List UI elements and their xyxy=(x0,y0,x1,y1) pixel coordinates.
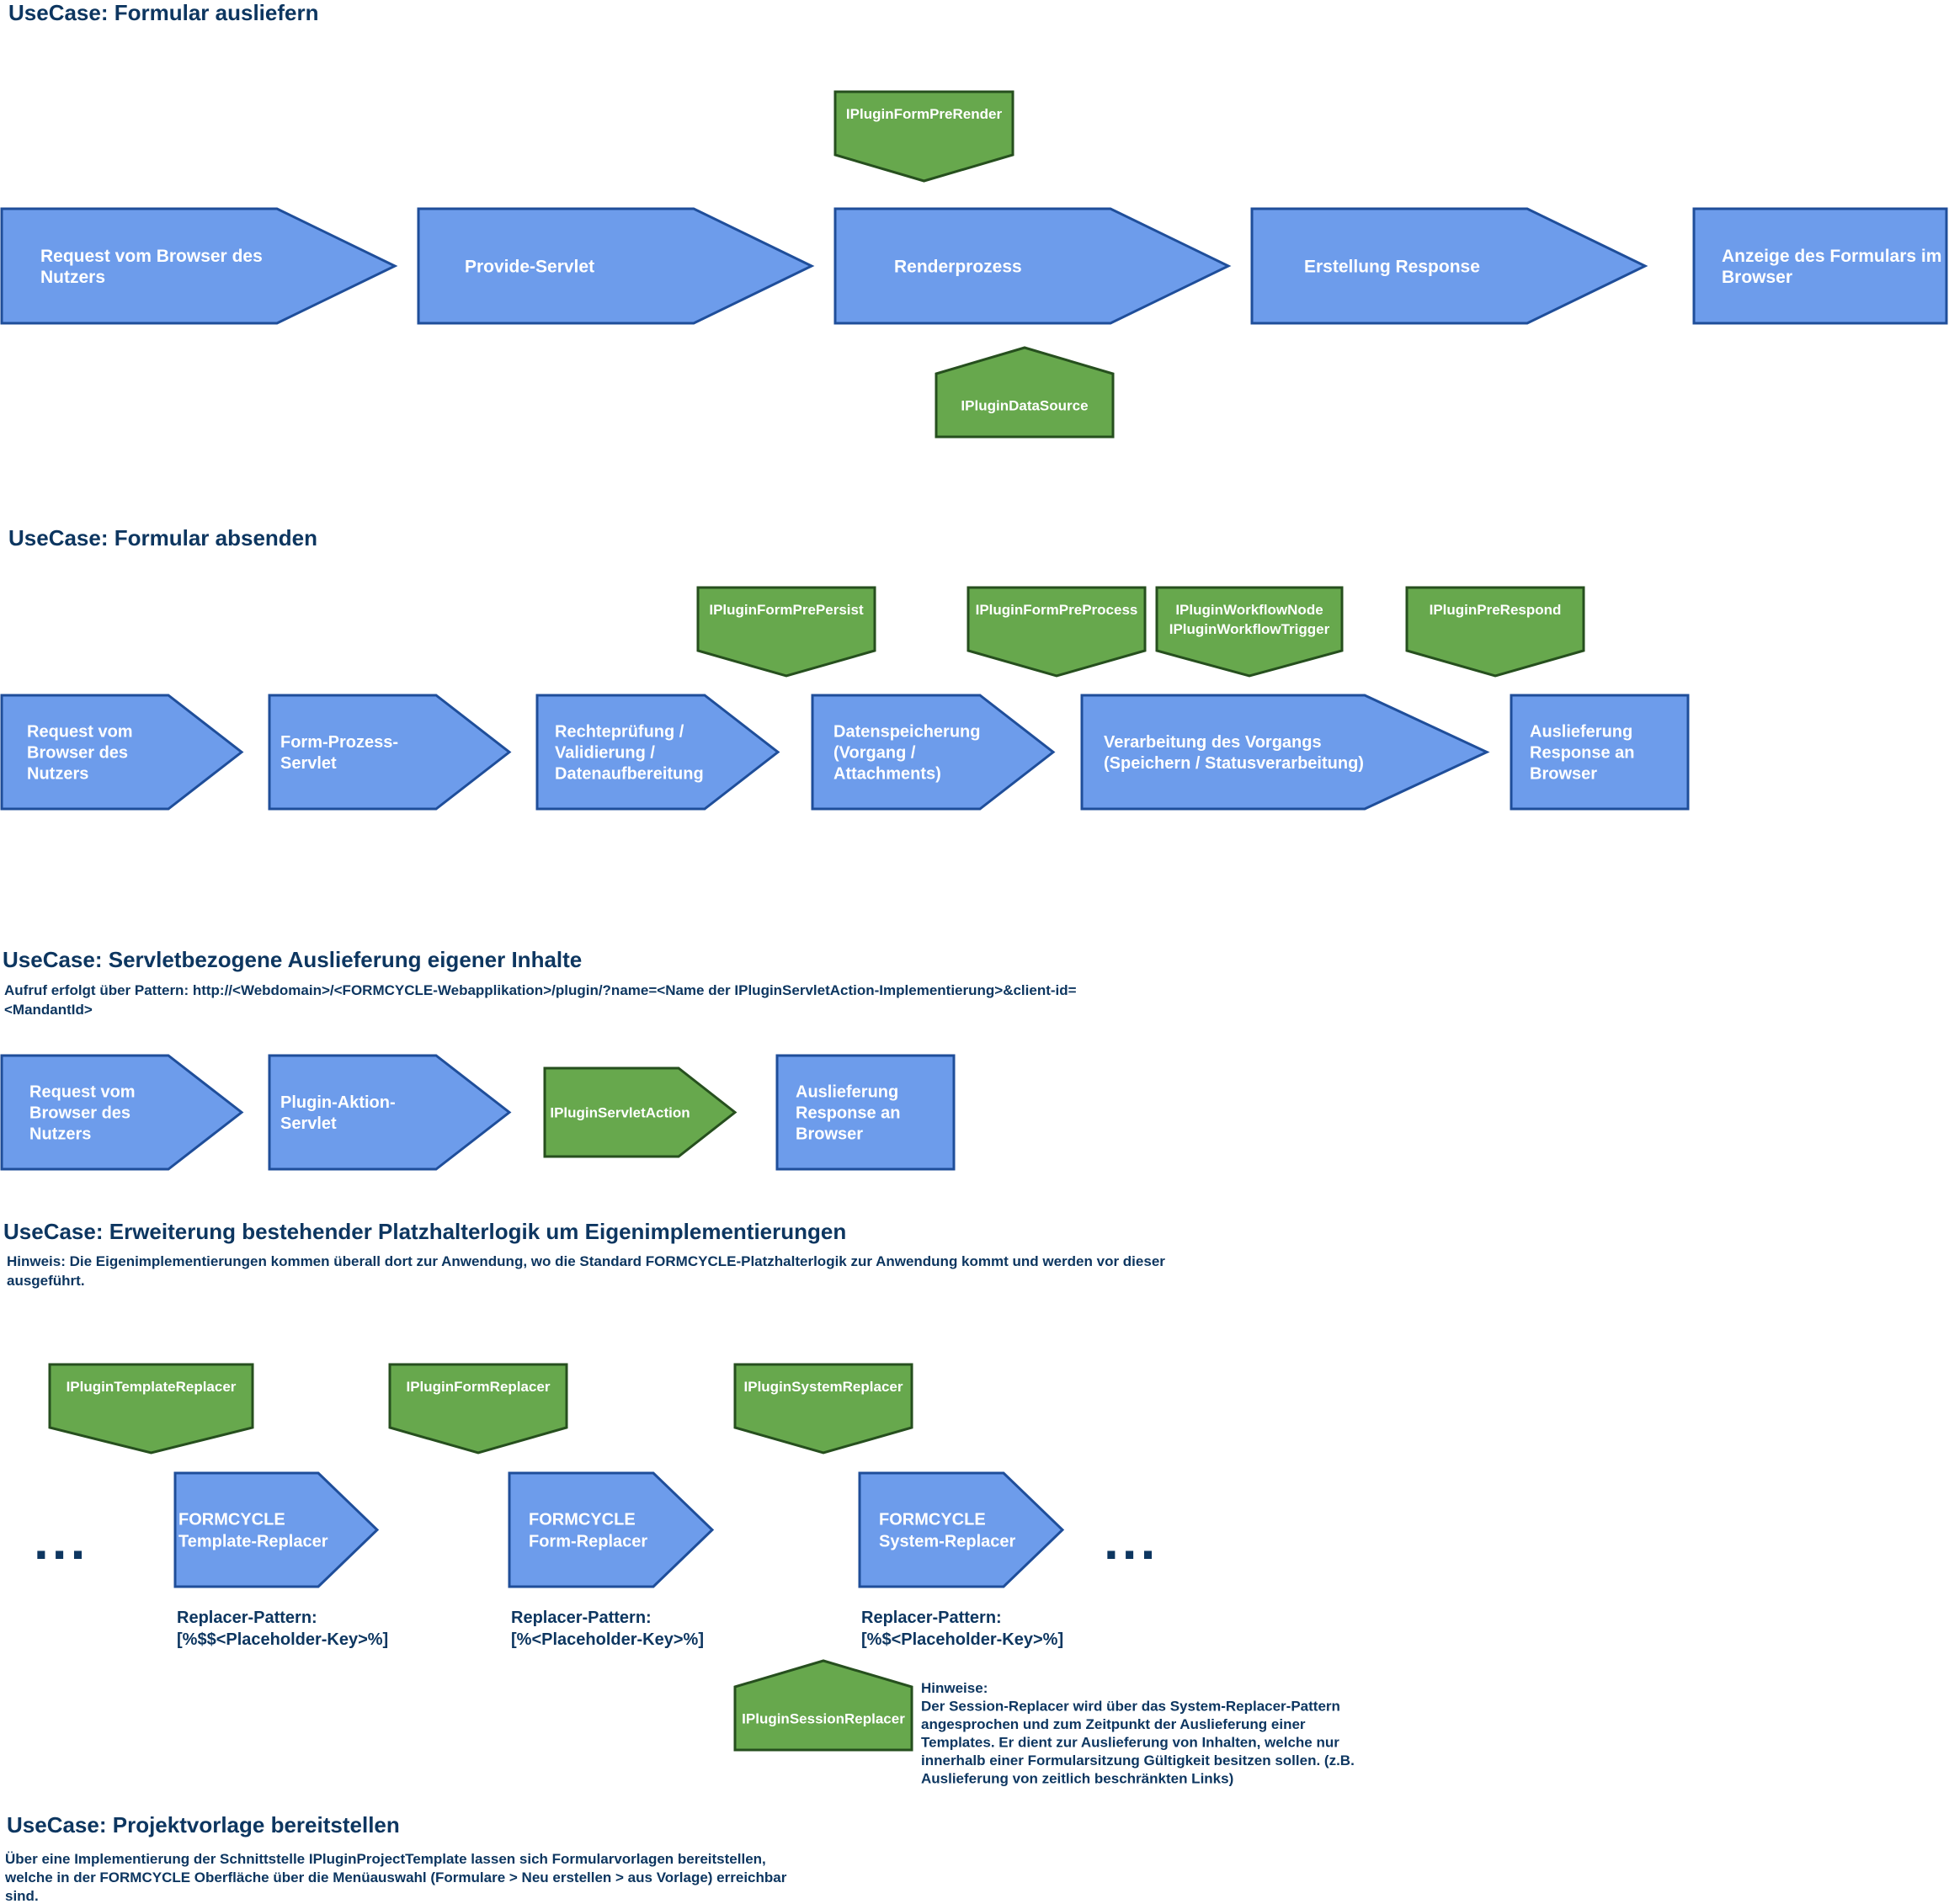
plugin-system-replacer: IPluginSystemReplacer xyxy=(733,1363,913,1455)
uc5-text: Über eine Implementierung der Schnittste… xyxy=(4,1851,787,1904)
plugin-servlet-action-label: IPluginServletAction xyxy=(550,1104,690,1120)
uc4-pattern-1: Replacer-Pattern:[%$$<Placeholder-Key>%] xyxy=(177,1609,388,1649)
plugin-template-replacer-label: IPluginTemplateReplacer xyxy=(67,1379,237,1395)
uc1-step-4-shape xyxy=(1250,207,1648,325)
uc2-step-4-label: Datenspeicherung(Vorgang /Attachments) xyxy=(833,723,980,784)
uc4-pattern-3: Replacer-Pattern:[%$<Placeholder-Key>%] xyxy=(861,1609,1063,1649)
uc1-step-4-label: Erstellung Response xyxy=(1304,257,1480,276)
plugin-servlet-action: IPluginServletAction xyxy=(543,1066,738,1158)
plugin-session-replacer: IPluginSessionReplacer xyxy=(733,1659,913,1752)
uc3-subtitle: Aufruf erfolgt über Pattern: http://<Web… xyxy=(4,982,1077,1018)
plugin-form-pre-persist-label: IPluginFormPrePersist xyxy=(709,602,864,618)
uc4-pattern-2: Replacer-Pattern:[%<Placeholder-Key>%] xyxy=(511,1609,704,1649)
uc1-step-2-shape xyxy=(417,207,815,325)
uc2-step-4-shape xyxy=(811,694,1056,811)
plugin-system-replacer-shape xyxy=(733,1363,913,1455)
uc1-step-3-shape xyxy=(833,207,1232,325)
uc2-step-5: Verarbeitung des Vorgangs(Speichern / St… xyxy=(1080,694,1490,811)
uc1-step-5-shape xyxy=(1692,207,1948,325)
plugin-form-replacer: IPluginFormReplacer xyxy=(388,1363,568,1455)
uc2-step-3-label: Rechteprüfung /Validierung /Datenaufbere… xyxy=(555,723,704,784)
uc1-step-3-label: Renderprozess xyxy=(894,257,1022,276)
uc2-step-6-shape xyxy=(1510,694,1690,811)
uc2-title: UseCase: Formular absenden xyxy=(8,525,317,550)
ellipsis-left: ... xyxy=(34,1510,88,1571)
uc3-step-2-shape xyxy=(268,1054,512,1171)
plugin-template-replacer-shape xyxy=(48,1363,254,1455)
uc1-step-1-shape xyxy=(0,207,398,325)
ellipsis-right: ... xyxy=(1104,1510,1158,1571)
uc3-step-2: Plugin-Aktion-Servlet xyxy=(268,1054,512,1171)
plugin-form-pre-persist: IPluginFormPrePersist xyxy=(696,586,876,678)
plugin-pre-respond-label: IPluginPreRespond xyxy=(1430,602,1562,618)
plugin-workflow-shape xyxy=(1155,586,1344,678)
uc2-step-3-shape xyxy=(535,694,780,811)
plugin-pre-respond-shape xyxy=(1405,586,1585,678)
uc4-subtitle: Hinweis: Die Eigenimplementierungen komm… xyxy=(7,1253,1165,1289)
plugin-data-source-shape xyxy=(935,346,1115,439)
plugin-form-pre-persist-shape xyxy=(696,586,876,678)
plugin-form-pre-process-shape xyxy=(967,586,1147,678)
uc3-title: UseCase: Servletbezogene Auslieferung ei… xyxy=(3,947,582,972)
plugin-form-pre-render-shape xyxy=(833,90,1014,183)
uc3-step-2-label: Plugin-Aktion-Servlet xyxy=(280,1093,396,1133)
plugin-form-pre-process: IPluginFormPreProcess xyxy=(967,586,1147,678)
plugin-form-pre-render-label: IPluginFormPreRender xyxy=(846,106,1003,122)
uc1-step-2-label: Provide-Servlet xyxy=(465,257,594,276)
uc2-step-3: Rechteprüfung /Validierung /Datenaufbere… xyxy=(535,694,780,811)
uc2-step-4: Datenspeicherung(Vorgang /Attachments) xyxy=(811,694,1056,811)
plugin-form-pre-process-label: IPluginFormPreProcess xyxy=(976,602,1138,618)
uc4-step-2-shape xyxy=(508,1471,715,1588)
plugin-session-replacer-shape xyxy=(733,1659,913,1752)
uc4-note: Hinweise:Der Session-Replacer wird über … xyxy=(921,1680,1355,1787)
plugin-form-pre-render: IPluginFormPreRender xyxy=(833,90,1014,183)
plugin-template-replacer: IPluginTemplateReplacer xyxy=(48,1363,254,1455)
uc2-step-2: Form-Prozess-Servlet xyxy=(268,694,512,811)
plugin-pre-respond: IPluginPreRespond xyxy=(1405,586,1585,678)
uc1-step-4: Erstellung Response xyxy=(1250,207,1648,325)
uc3-step-1-shape xyxy=(0,1054,244,1171)
plugin-servlet-action-shape xyxy=(543,1066,738,1158)
plugin-data-source: IPluginDataSource xyxy=(935,346,1115,439)
uc1-step-2: Provide-Servlet xyxy=(417,207,815,325)
plugin-session-replacer-label: IPluginSessionReplacer xyxy=(742,1710,905,1726)
plugin-system-replacer-label: IPluginSystemReplacer xyxy=(744,1379,903,1395)
uc4-step-1-shape xyxy=(173,1471,380,1588)
uc4-step-3-shape xyxy=(858,1471,1065,1588)
plugin-form-replacer-shape xyxy=(388,1363,568,1455)
uc2-step-2-shape xyxy=(268,694,512,811)
uc3-step-3-shape xyxy=(775,1054,956,1171)
uc1-step-3: Renderprozess xyxy=(833,207,1232,325)
uc2-step-2-label: Form-Prozess-Servlet xyxy=(280,733,398,773)
uc2-step-1-shape xyxy=(0,694,244,811)
plugin-form-replacer-label: IPluginFormReplacer xyxy=(407,1379,551,1395)
uc2-step-5-label: Verarbeitung des Vorgangs(Speichern / St… xyxy=(1104,733,1364,773)
uc4-title: UseCase: Erweiterung bestehender Platzha… xyxy=(3,1219,846,1244)
uc1-title: UseCase: Formular ausliefern xyxy=(8,0,318,25)
uc2-step-5-shape xyxy=(1080,694,1490,811)
plugin-data-source-label: IPluginDataSource xyxy=(961,397,1088,413)
uc5-title: UseCase: Projektvorlage bereitstellen xyxy=(7,1812,400,1838)
